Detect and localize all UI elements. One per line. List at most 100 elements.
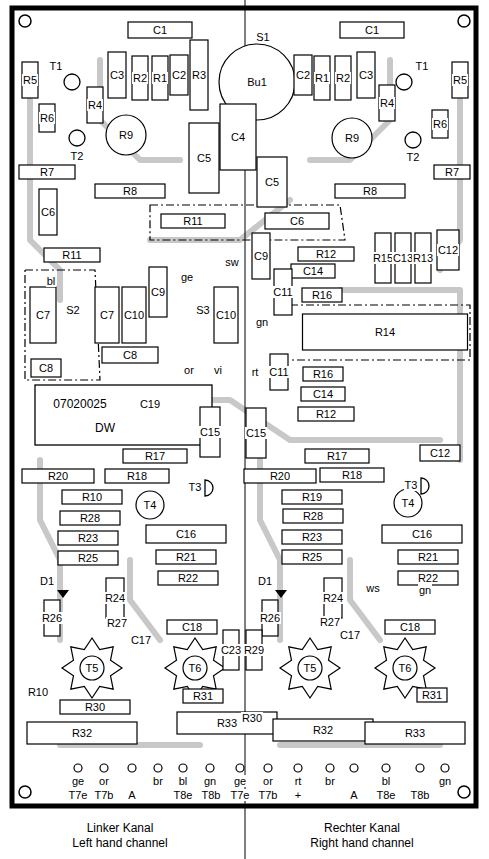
part-label: rt: [294, 775, 303, 787]
solder-pad: [441, 764, 449, 772]
component-outline: [19, 165, 75, 179]
part-label: Bu1: [246, 76, 268, 88]
component-outline: [283, 509, 343, 523]
part-label: R32: [71, 727, 93, 739]
part-label: R4: [379, 97, 395, 109]
solder-pad: [294, 764, 302, 772]
part-label: S3: [195, 304, 210, 316]
caption-text: Right hand channel: [309, 836, 414, 850]
part-label: C14: [302, 265, 324, 277]
part-label: T5: [85, 662, 100, 674]
part-label: C9: [253, 250, 269, 262]
part-label: C2: [295, 69, 311, 81]
part-label: R10: [27, 686, 49, 698]
part-label: C8: [122, 349, 138, 361]
component-outline: [39, 189, 57, 235]
part-label: T1: [415, 60, 430, 72]
component-outline: [189, 123, 219, 193]
part-label: R7: [39, 166, 55, 178]
component-outline: [320, 468, 384, 482]
component-outline: [214, 287, 238, 343]
part-label: R15: [372, 252, 394, 264]
part-label: C16: [411, 528, 433, 540]
solder-pad: [416, 764, 424, 772]
transistor-body: [80, 656, 104, 680]
component-outline: [123, 449, 187, 463]
board-outline: [12, 8, 476, 806]
caption-text: 07020025: [52, 397, 107, 411]
part-label: bl: [178, 775, 189, 787]
part-label: R28: [302, 510, 324, 522]
component-outline: [183, 689, 223, 703]
part-label: R21: [417, 551, 439, 563]
transistor-body: [183, 656, 207, 680]
component-outline: [58, 531, 118, 545]
part-label: R33: [404, 727, 426, 739]
part-label: R30: [84, 701, 106, 713]
part-label: T8e: [173, 789, 194, 801]
solder-pad: [206, 764, 214, 772]
component-outline: [257, 157, 287, 207]
part-label: R29: [243, 644, 265, 656]
solder-pad: [128, 764, 136, 772]
component-outline: [314, 56, 330, 100]
part-label: T6: [188, 662, 203, 674]
part-label: R7: [444, 166, 460, 178]
part-label: R19: [301, 491, 323, 503]
part-label: R16: [311, 289, 333, 301]
part-label: or: [183, 364, 195, 376]
component-outline: [282, 530, 342, 544]
dash-outlines: [25, 205, 470, 380]
part-label: R13: [412, 252, 434, 264]
part-label: C7: [35, 309, 51, 321]
part-label: C11: [268, 366, 289, 378]
part-label: C12: [429, 447, 451, 459]
part-label: T1: [49, 60, 64, 72]
component-outline: [244, 469, 316, 483]
part-label: C17: [339, 629, 361, 641]
component-outline: [177, 712, 277, 734]
component-outline: [437, 230, 459, 270]
part-label: gn: [203, 775, 217, 787]
component-outline: [303, 367, 343, 381]
part-label: T7e: [68, 789, 89, 801]
round-component-outline: [136, 491, 164, 519]
part-label: C18: [399, 621, 421, 633]
solder-pad: [236, 764, 244, 772]
part-label: T6: [398, 662, 413, 674]
part-label: +: [294, 789, 302, 801]
component-outline: [62, 490, 122, 504]
part-label: R30: [241, 712, 263, 724]
solder-pad: [74, 764, 82, 772]
component-outline: [27, 722, 137, 744]
part-label: T7b: [258, 789, 279, 801]
component-outline: [252, 233, 270, 279]
diodes: [57, 590, 287, 598]
part-label: R25: [77, 552, 99, 564]
solder-pad: [326, 764, 334, 772]
part-label: R5: [452, 74, 468, 86]
component-outline: [303, 314, 468, 350]
part-label: R23: [301, 531, 323, 543]
component-outlines: [19, 22, 470, 744]
part-label: S1: [255, 31, 270, 43]
part-label: R25: [301, 551, 323, 563]
part-label: R20: [47, 470, 69, 482]
component-outline: [340, 22, 404, 38]
part-label: C7: [99, 309, 115, 321]
part-label: R9: [118, 129, 134, 141]
part-label: R31: [192, 690, 214, 702]
part-label: R6: [432, 118, 448, 130]
part-label: R4: [87, 99, 103, 111]
part-label: gn: [438, 775, 452, 787]
part-label: R2: [335, 72, 351, 84]
transistor-symbols: [64, 74, 429, 496]
part-label: R27: [319, 616, 341, 628]
part-label: C15: [245, 427, 267, 439]
part-label: R22: [177, 572, 199, 584]
component-outline: [95, 287, 119, 343]
part-label: T5: [303, 662, 318, 674]
component-outline: [357, 52, 375, 98]
caption-text: DW: [94, 421, 116, 435]
part-label: R8: [362, 185, 378, 197]
